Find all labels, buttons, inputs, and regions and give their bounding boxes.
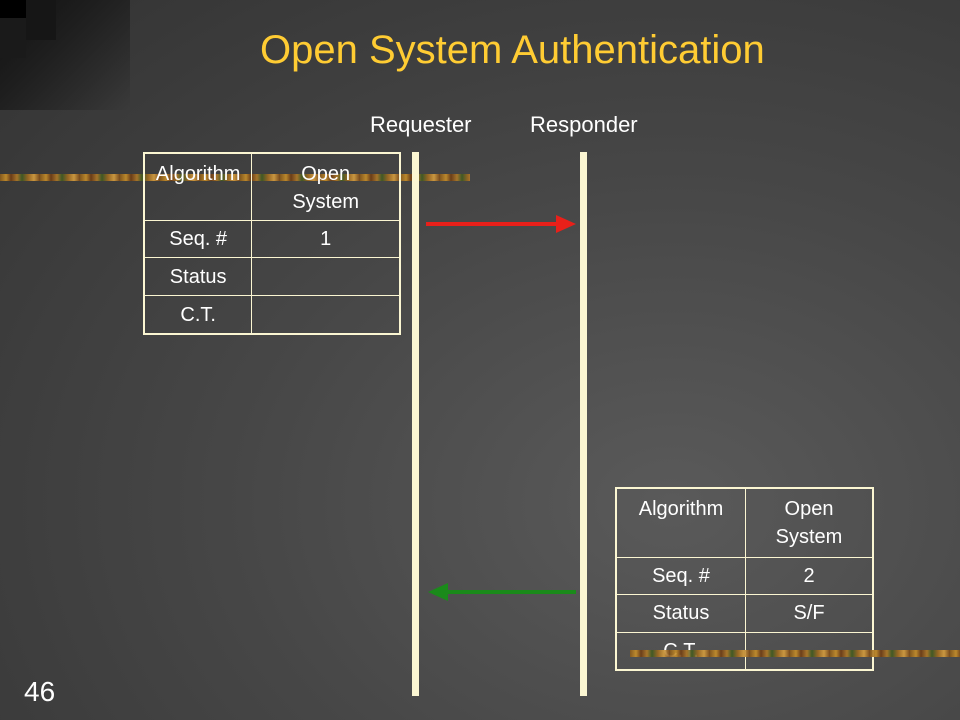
responder-lifeline bbox=[580, 152, 587, 696]
frame-row-algorithm: Algorithm Open System bbox=[617, 489, 872, 558]
request-frame: Algorithm Open System Seq. # 1 Status C.… bbox=[143, 152, 401, 335]
value-algorithm: Open System bbox=[745, 489, 872, 558]
field-ct: C.T. bbox=[145, 295, 253, 333]
frame-row-status: Status bbox=[145, 257, 399, 297]
frame-row-status: Status S/F bbox=[617, 594, 872, 633]
value-seq: 1 bbox=[251, 219, 399, 259]
value-ct bbox=[251, 295, 399, 333]
slide-number: 46 bbox=[24, 676, 56, 707]
response-frame: Algorithm Open System Seq. # 2 Status S/… bbox=[615, 487, 874, 671]
response-arrow bbox=[428, 583, 576, 601]
field-seq: Seq. # bbox=[145, 219, 253, 259]
field-status: Status bbox=[617, 594, 746, 633]
field-algorithm: Algorithm bbox=[617, 489, 746, 558]
field-seq: Seq. # bbox=[617, 556, 746, 596]
frame-row-algorithm: Algorithm Open System bbox=[145, 154, 399, 221]
corner-decoration bbox=[0, 0, 130, 110]
slide-title: Open System Authentication bbox=[260, 28, 765, 72]
frame-row-seq: Seq. # 1 bbox=[145, 219, 399, 259]
frame-row-ct: C.T. bbox=[145, 295, 399, 333]
frame-row-seq: Seq. # 2 bbox=[617, 556, 872, 596]
value-algorithm: Open System bbox=[251, 154, 399, 221]
responder-label: Responder bbox=[530, 112, 638, 137]
value-seq: 2 bbox=[745, 556, 872, 596]
requester-label: Requester bbox=[370, 112, 472, 137]
request-arrow bbox=[426, 215, 576, 233]
request-arrow-head bbox=[556, 215, 576, 233]
value-status: S/F bbox=[745, 594, 872, 633]
decorative-strip-bottom bbox=[630, 650, 960, 657]
value-status bbox=[251, 257, 399, 297]
field-algorithm: Algorithm bbox=[145, 154, 253, 221]
response-arrow-head bbox=[428, 583, 448, 601]
requester-lifeline bbox=[412, 152, 419, 696]
field-status: Status bbox=[145, 257, 253, 297]
